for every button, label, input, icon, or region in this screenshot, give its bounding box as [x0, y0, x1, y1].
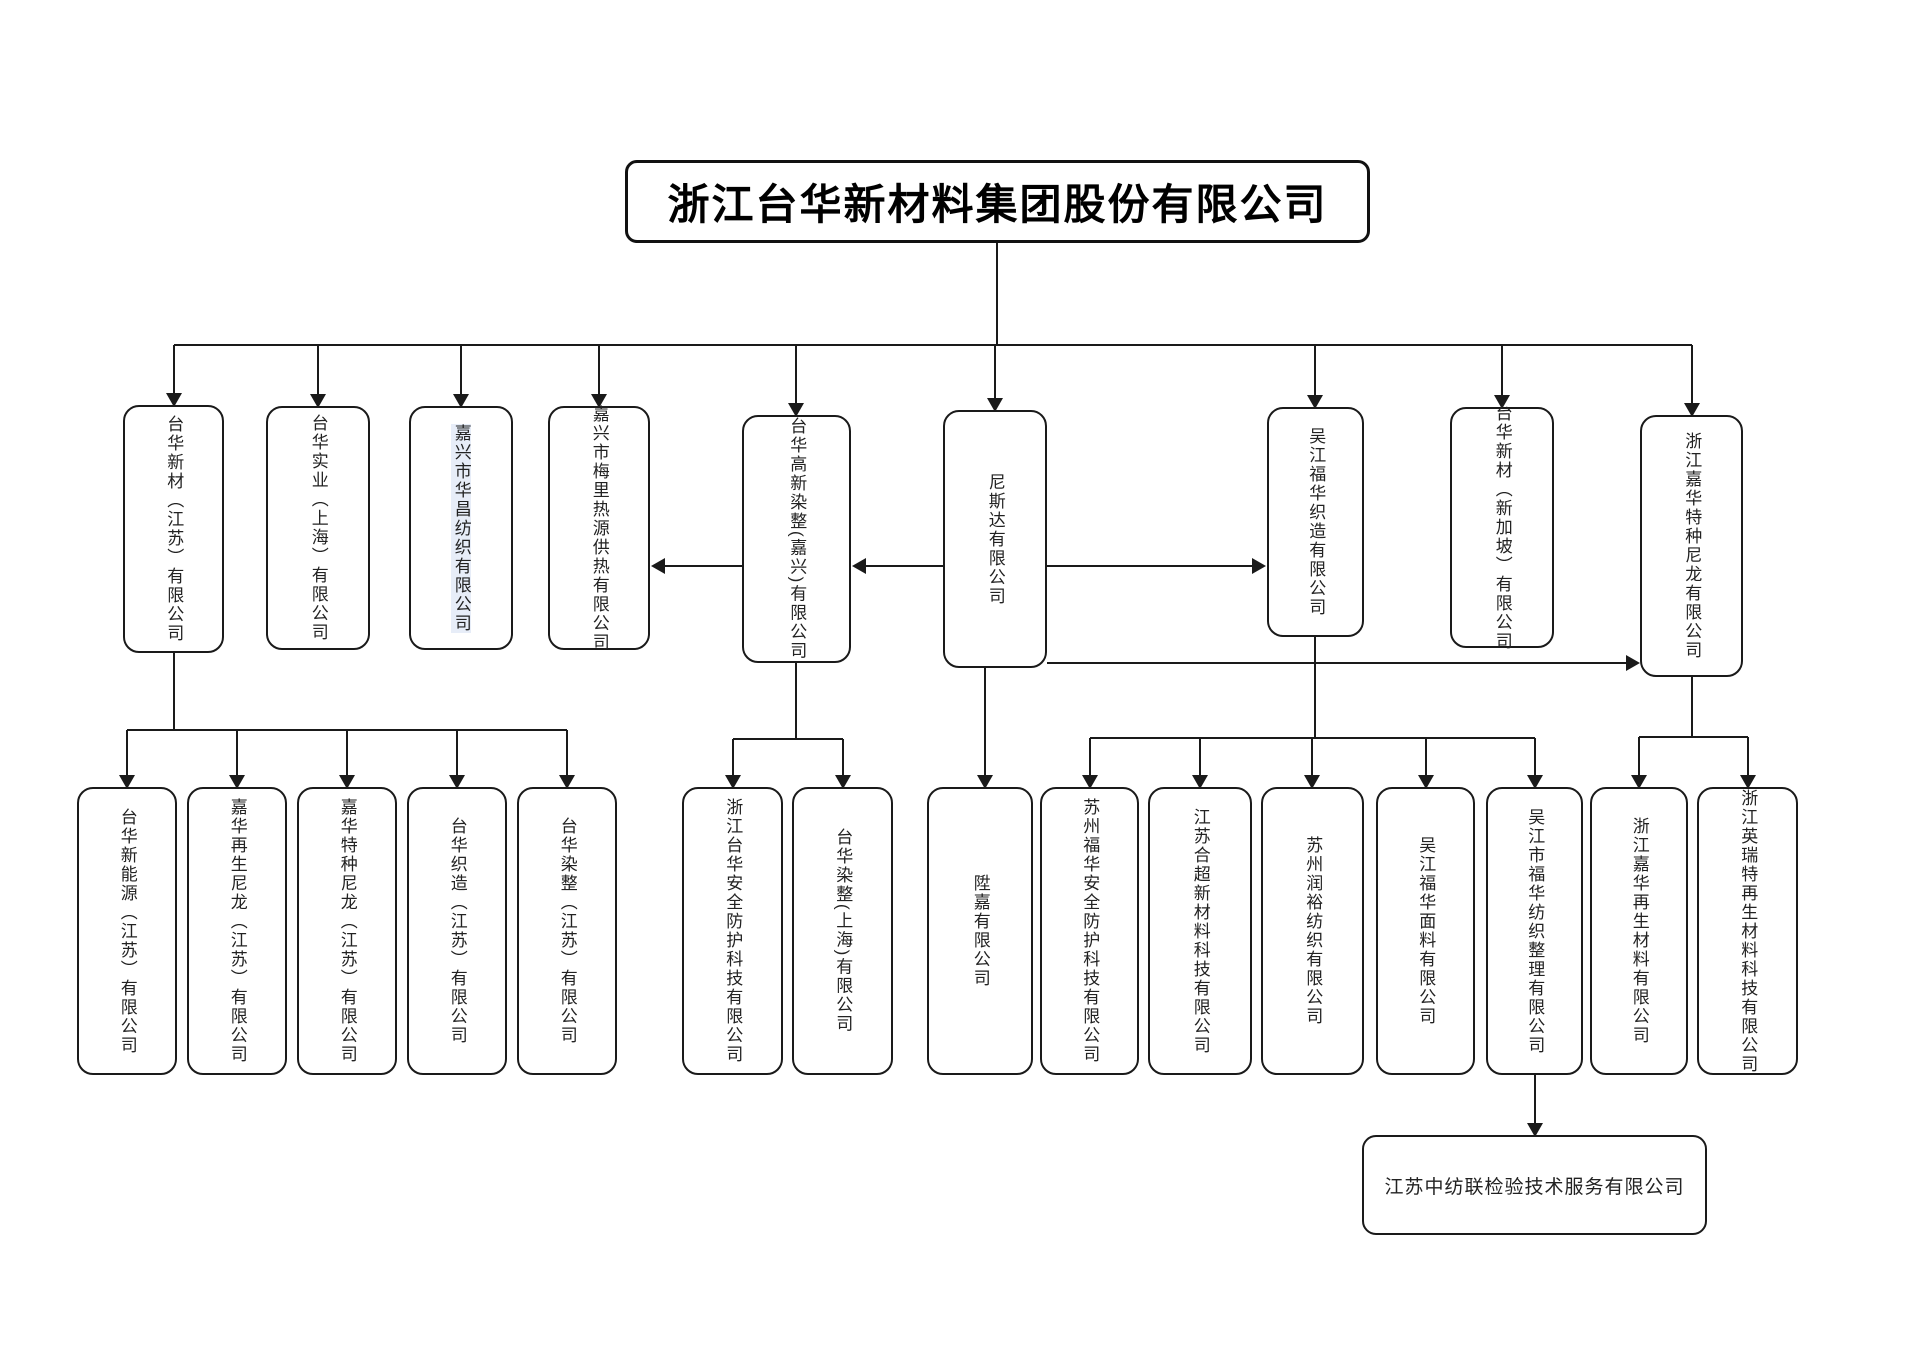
- org-box-taihua-xincai-jiangsu: 台华新材（江苏）有限公司: [123, 405, 224, 653]
- org-box-label: 嘉华再生尼龙（江苏）有限公司: [227, 798, 247, 1064]
- org-box-label: 吴江市福华纺织整理有限公司: [1525, 807, 1545, 1055]
- org-box-root-label: 浙江台华新材料集团股份有限公司: [667, 181, 1328, 228]
- org-box-label: 尼斯达有限公司: [985, 472, 1005, 606]
- org-box-jiaxing-huachang-textile: 嘉兴市华昌纺织有限公司: [409, 406, 513, 650]
- org-box-jiahua-special-nylon: 嘉华特种尼龙（江苏）有限公司: [297, 787, 397, 1075]
- org-box-label: 嘉兴市梅里热源供热有限公司: [589, 404, 609, 652]
- org-box-label: 浙江英瑞特再生材料科技有限公司: [1738, 788, 1758, 1074]
- org-box-jiahua-recycled-nylon: 嘉华再生尼龙（江苏）有限公司: [187, 787, 287, 1075]
- org-box-label: 嘉兴市华昌纺织有限公司: [451, 423, 471, 633]
- org-box-wujiang-fuhua-weaving: 吴江福华织造有限公司: [1267, 407, 1364, 637]
- org-box-taihua-xincai-singapore: 台华新材（新加坡）有限公司: [1450, 404, 1554, 651]
- org-box-label: 台华染整(上海)有限公司: [833, 828, 853, 1034]
- org-box-root: 浙江台华新材料集团股份有限公司: [625, 160, 1370, 243]
- org-box-label: 浙江嘉华特种尼龙有限公司: [1682, 432, 1702, 660]
- org-box-jiangsu-zhongfanglian: 江苏中纺联检验技术服务有限公司: [1362, 1135, 1707, 1235]
- org-box-jiangsu-hechao: 江苏合超新材料科技有限公司: [1148, 787, 1252, 1075]
- org-box-label: 苏州润裕纺织有限公司: [1303, 836, 1323, 1026]
- org-box-label: 江苏合超新材料科技有限公司: [1190, 807, 1210, 1055]
- org-box-wujiang-fuhua-finishing: 吴江市福华纺织整理有限公司: [1486, 787, 1583, 1075]
- org-box-label: 台华新材（新加坡）有限公司: [1492, 404, 1512, 651]
- org-box-nisida: 尼斯达有限公司: [943, 410, 1047, 668]
- org-box-label: 台华染整（江苏）有限公司: [557, 817, 577, 1045]
- org-box-label: 吴江福华面料有限公司: [1416, 836, 1436, 1026]
- org-box-label: 台华实业（上海）有限公司: [308, 414, 328, 642]
- org-box-label: 陞嘉有限公司: [970, 874, 990, 988]
- org-box-taihua-shiye-shanghai: 台华实业（上海）有限公司: [266, 406, 370, 650]
- org-box-taihua-gaoxin-dyeing: 台华高新染整(嘉兴)有限公司: [742, 415, 851, 663]
- org-box-zhejiang-taihua-safety: 浙江台华安全防护科技有限公司: [682, 787, 783, 1075]
- org-box-label: 台华新能源（江苏）有限公司: [117, 807, 137, 1055]
- org-box-label: 江苏中纺联检验技术服务有限公司: [1384, 1176, 1685, 1198]
- org-box-label: 浙江台华安全防护科技有限公司: [723, 798, 743, 1064]
- org-box-label: 吴江福华织造有限公司: [1306, 427, 1326, 617]
- org-box-taihua-dyeing-jiangsu: 台华染整（江苏）有限公司: [517, 787, 617, 1075]
- org-box-suzhou-fuhua-safety: 苏州福华安全防护科技有限公司: [1040, 787, 1139, 1075]
- org-box-label: 嘉华特种尼龙（江苏）有限公司: [337, 798, 357, 1064]
- org-box-shengjia: 陞嘉有限公司: [927, 787, 1033, 1075]
- org-box-wujiang-fuhua-fabric: 吴江福华面料有限公司: [1376, 787, 1475, 1075]
- org-box-taihua-new-energy: 台华新能源（江苏）有限公司: [77, 787, 177, 1075]
- org-box-label: 台华织造（江苏）有限公司: [447, 817, 467, 1045]
- org-box-zhejiang-jiahua-nylon: 浙江嘉华特种尼龙有限公司: [1640, 415, 1743, 677]
- org-box-label: 苏州福华安全防护科技有限公司: [1080, 798, 1100, 1064]
- org-box-taihua-dyeing-shanghai: 台华染整(上海)有限公司: [792, 787, 893, 1075]
- org-box-label: 台华高新染整(嘉兴)有限公司: [787, 417, 807, 661]
- org-box-suzhou-runyu: 苏州润裕纺织有限公司: [1261, 787, 1364, 1075]
- org-box-label: 台华新材（江苏）有限公司: [164, 415, 184, 643]
- org-box-zhejiang-jiahua-recycled: 浙江嘉华再生材料有限公司: [1590, 787, 1688, 1075]
- org-box-jiaxing-meili-heating: 嘉兴市梅里热源供热有限公司: [548, 404, 650, 652]
- org-box-label: 浙江嘉华再生材料有限公司: [1629, 817, 1649, 1045]
- org-box-zhejiang-yingruite: 浙江英瑞特再生材料科技有限公司: [1697, 787, 1798, 1075]
- org-box-taihua-weaving-jiangsu: 台华织造（江苏）有限公司: [407, 787, 507, 1075]
